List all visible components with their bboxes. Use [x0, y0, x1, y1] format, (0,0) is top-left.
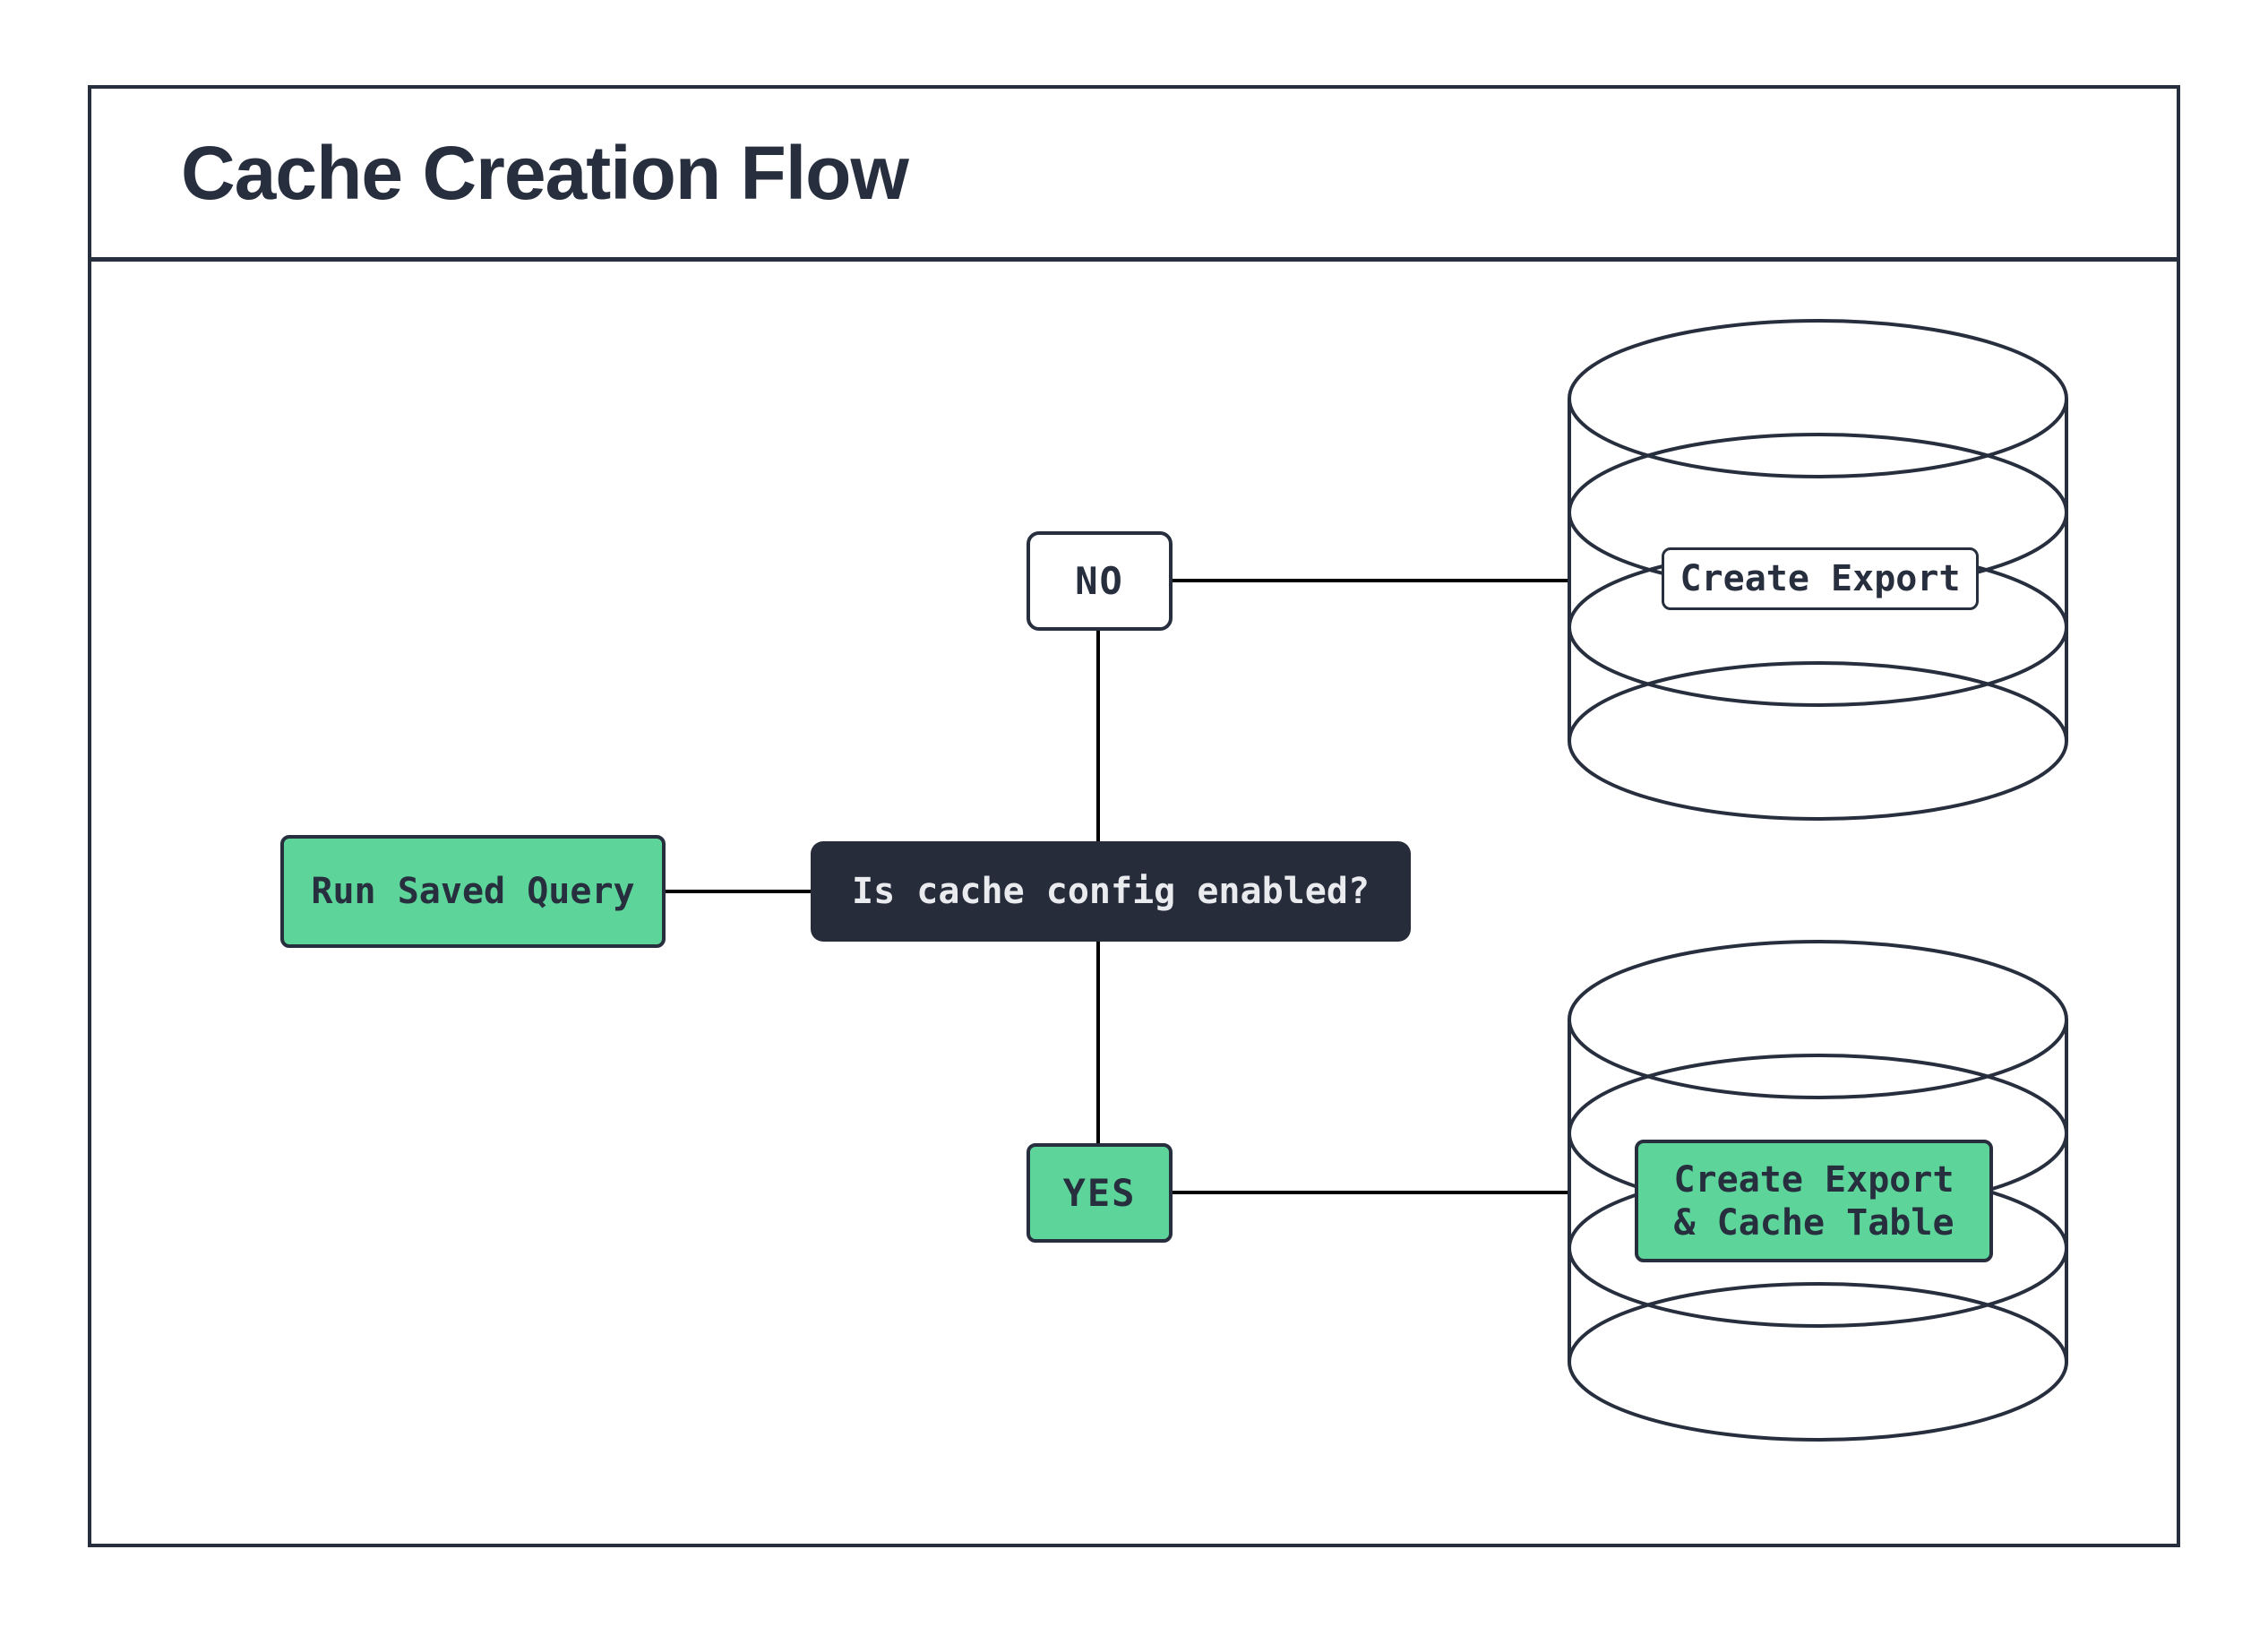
connector-lines: [666, 579, 1571, 1194]
node-yes-branch: YES: [1027, 1143, 1173, 1243]
diagram-header: Cache Creation Flow: [91, 89, 2177, 262]
node-create-export-cache-table-line1: Create Export: [1673, 1158, 1954, 1201]
diagram-frame: Cache Creation Flow: [88, 85, 2180, 1547]
node-cache-config-decision-label: Is cache config enabled?: [852, 871, 1370, 912]
node-no-branch: NO: [1027, 531, 1173, 631]
page-title: Cache Creation Flow: [181, 130, 909, 215]
node-run-saved-query-label: Run Saved Query: [311, 871, 635, 912]
node-create-export: Create Export: [1662, 547, 1979, 610]
node-run-saved-query: Run Saved Query: [280, 835, 666, 948]
node-cache-config-decision: Is cache config enabled?: [811, 841, 1411, 942]
node-create-export-cache-table: Create Export & Cache Table: [1635, 1140, 1993, 1262]
node-no-branch-label: NO: [1075, 559, 1124, 603]
node-create-export-cache-table-line2: & Cache Table: [1673, 1201, 1954, 1244]
node-create-export-label: Create Export: [1680, 558, 1961, 599]
node-yes-branch-label: YES: [1062, 1171, 1137, 1215]
